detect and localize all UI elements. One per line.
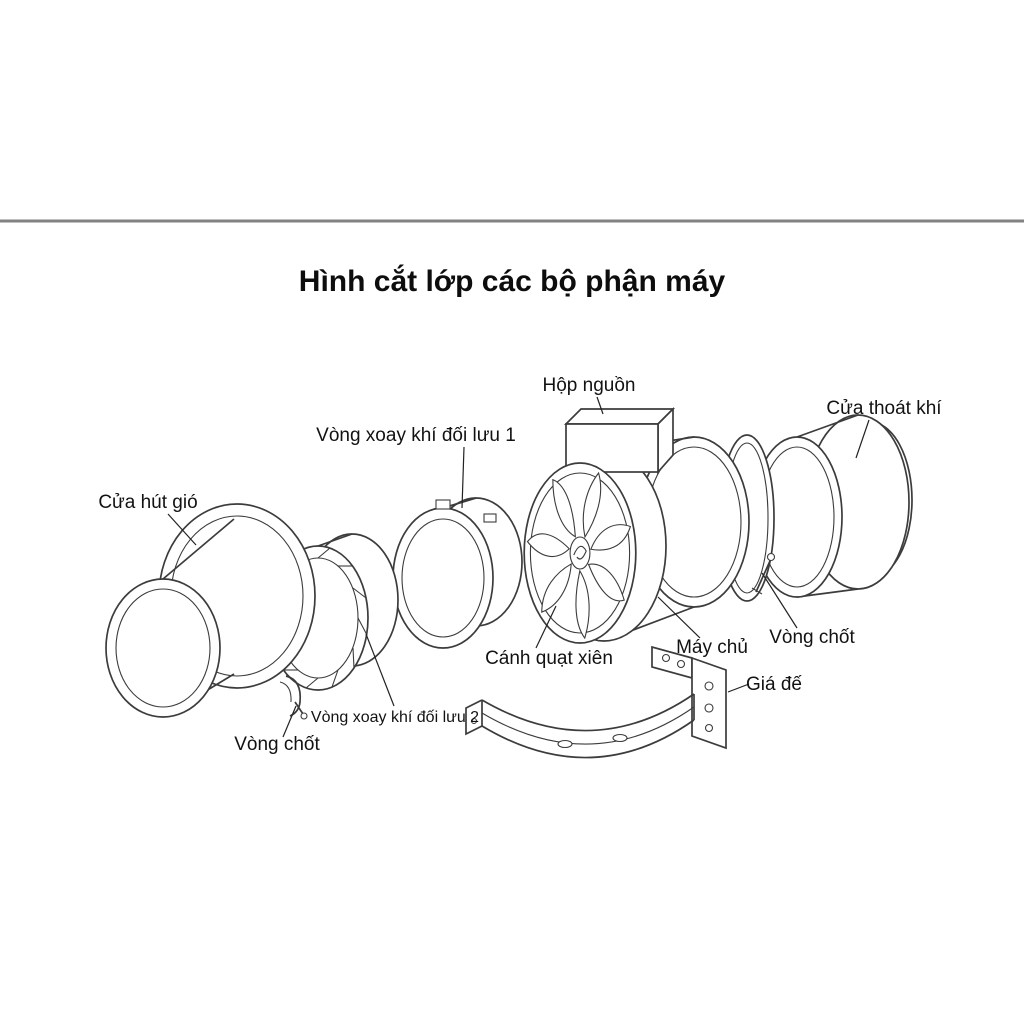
label-convection-ring-1: Vòng xoay khí đối lưu 1 bbox=[316, 425, 516, 446]
leader-convection-ring-2 bbox=[365, 633, 395, 707]
label-air-intake: Cửa hút gió bbox=[98, 492, 197, 513]
diagram-title: Hình cắt lớp các bộ phận máy bbox=[299, 264, 726, 298]
leader-lock-ring-left bbox=[282, 705, 297, 738]
ring1-latch-tab-top bbox=[435, 499, 451, 510]
convection-ring-1-drawing bbox=[392, 497, 523, 649]
label-fan-blade: Cánh quạt xiên bbox=[485, 648, 613, 669]
lock-ring-left-drawing bbox=[279, 675, 308, 720]
base-bracket-drawing bbox=[465, 645, 727, 759]
fan-hub-swirl bbox=[574, 546, 586, 559]
fan-hub bbox=[570, 537, 590, 569]
leader-convection-ring-1 bbox=[461, 446, 465, 509]
intake-front-opening bbox=[115, 588, 211, 708]
lock-ring-right-bolt-head bbox=[766, 552, 776, 562]
air-outlet-drawing bbox=[751, 414, 913, 598]
bracket-left-flange bbox=[465, 699, 483, 736]
power-box-drawing bbox=[563, 406, 676, 475]
label-power-box: Hộp nguồn bbox=[543, 375, 636, 396]
leader-main-unit bbox=[657, 596, 701, 639]
bracket-slot-1 bbox=[557, 739, 573, 749]
fan-blades bbox=[527, 473, 632, 640]
label-convection-ring-2: Vòng xoay khí đối lưu 2 bbox=[311, 709, 479, 726]
labels: Hộp nguồn Cửa thoát khí Vòng xoay khí đố… bbox=[98, 375, 942, 755]
leader-air-intake bbox=[167, 513, 197, 546]
power-box-top-face bbox=[563, 408, 676, 425]
label-main-unit: Máy chủ bbox=[676, 637, 748, 658]
bracket-end-plate bbox=[691, 656, 727, 750]
leader-air-outlet bbox=[855, 419, 870, 459]
label-lock-ring-right: Vòng chốt bbox=[769, 627, 855, 648]
ring1-latch-tab-side bbox=[483, 513, 497, 523]
fan-impeller-drawing bbox=[524, 463, 636, 643]
leader-lock-ring-right bbox=[761, 572, 798, 629]
leader-base-bracket bbox=[727, 683, 750, 693]
ring1-front-opening bbox=[401, 518, 485, 638]
label-lock-ring-left: Vòng chốt bbox=[234, 734, 320, 755]
lock-ring-left-bolt-head bbox=[300, 712, 308, 720]
leader-fan-blade bbox=[535, 605, 557, 649]
bracket-cradle-top-edge bbox=[481, 693, 695, 732]
lock-ring-left-bracket bbox=[285, 675, 302, 717]
leader-lines bbox=[167, 396, 870, 738]
main-unit-drawing bbox=[541, 406, 750, 642]
label-air-outlet: Cửa thoát khí bbox=[826, 398, 942, 419]
air-intake-drawing bbox=[105, 503, 316, 718]
bracket-cradle-bottom-edge bbox=[481, 719, 695, 759]
lock-ring-right-bolt bbox=[755, 560, 771, 593]
lock-ring-left-bolt bbox=[294, 701, 304, 715]
label-base-bracket: Giá đế bbox=[746, 674, 802, 695]
leader-power-box bbox=[596, 396, 604, 415]
bracket-slot-2 bbox=[612, 733, 628, 743]
